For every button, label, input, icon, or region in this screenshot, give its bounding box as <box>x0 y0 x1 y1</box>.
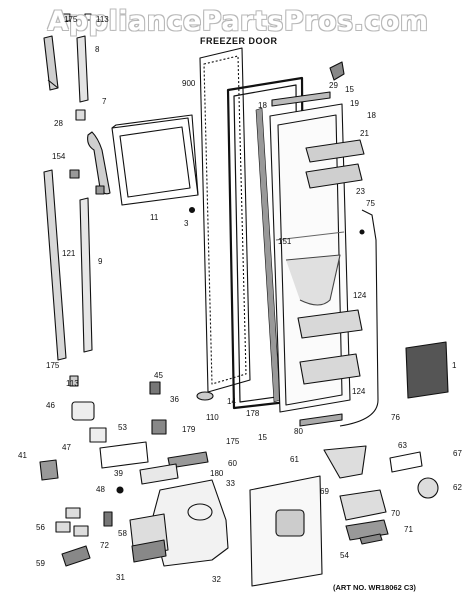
part-top-shelf <box>305 139 365 189</box>
part-56-knobs <box>55 507 89 537</box>
art-number: (ART NO. WR18062 C3) <box>333 583 416 592</box>
callout-69: 69 <box>320 487 329 496</box>
callout-175-mid: 175 <box>46 361 60 370</box>
diagram-title: FREEZER DOOR <box>200 36 278 46</box>
callout-9: 9 <box>98 257 103 266</box>
callout-21: 21 <box>360 129 369 138</box>
part-dispenser-frame <box>111 114 199 206</box>
callout-39: 39 <box>114 469 123 478</box>
part-41-clip <box>39 459 59 481</box>
callout-48: 48 <box>96 485 105 494</box>
callout-18: 18 <box>258 101 267 110</box>
callout-28: 28 <box>54 119 63 128</box>
callout-113-mid: 113 <box>66 379 79 388</box>
part-top-cap <box>61 13 92 22</box>
callout-175: 175 <box>64 15 78 24</box>
callout-8: 8 <box>95 45 100 54</box>
part-bin-124-upper <box>297 309 363 339</box>
part-61-chute <box>323 445 367 479</box>
part-72-clip <box>103 511 113 527</box>
callout-62: 62 <box>453 483 462 492</box>
part-110-light <box>196 391 214 401</box>
callout-113: 113 <box>96 15 109 24</box>
callout-71: 71 <box>404 525 413 534</box>
part-wire-harness <box>339 209 379 427</box>
callout-75: 75 <box>366 199 375 208</box>
callout-61: 61 <box>290 455 299 464</box>
part-handle <box>69 109 111 195</box>
callout-32: 32 <box>212 575 221 584</box>
part-71-spring <box>359 533 383 545</box>
part-dispenser-face <box>249 475 323 587</box>
callout-124: 124 <box>353 291 367 300</box>
callout-47: 47 <box>62 443 71 452</box>
callout-3: 3 <box>184 219 189 228</box>
callout-70: 70 <box>391 509 400 518</box>
callout-18-right: 18 <box>367 111 376 120</box>
callout-31: 31 <box>116 573 125 582</box>
part-48-screw <box>116 486 124 494</box>
callout-59: 59 <box>36 559 45 568</box>
callout-60: 60 <box>228 459 237 468</box>
part-top-trim-15 <box>271 61 345 107</box>
part-47-actuator <box>89 427 107 443</box>
callout-54: 54 <box>340 551 349 560</box>
callout-178: 178 <box>246 409 260 418</box>
callout-72: 72 <box>100 541 109 550</box>
callout-15: 15 <box>345 85 354 94</box>
callout-23: 23 <box>356 187 365 196</box>
callout-124-lower: 124 <box>352 387 366 396</box>
watermark-text: AppliancePartsPros.com <box>47 6 429 37</box>
callout-1: 1 <box>452 361 457 370</box>
callout-45: 45 <box>154 371 163 380</box>
callout-46: 46 <box>46 401 55 410</box>
callout-80: 80 <box>294 427 303 436</box>
callout-900: 900 <box>182 79 196 88</box>
part-69-flapper <box>339 489 387 521</box>
callout-53: 53 <box>118 423 127 432</box>
callout-151: 151 <box>278 237 292 246</box>
part-long-trim-9 <box>79 197 93 353</box>
callout-110: 110 <box>206 413 219 422</box>
callout-180: 180 <box>210 469 224 478</box>
callout-14: 14 <box>227 397 236 406</box>
callout-63: 63 <box>398 441 407 450</box>
part-53-cover <box>99 441 149 469</box>
part-long-trim-121 <box>43 169 67 361</box>
callout-11: 11 <box>150 213 159 222</box>
callout-179: 179 <box>182 425 196 434</box>
part-62-ring <box>417 477 439 499</box>
callout-36: 36 <box>170 395 179 404</box>
callout-7: 7 <box>102 97 107 106</box>
part-8-trim-strip <box>76 35 89 103</box>
part-39-bracket <box>139 463 179 485</box>
callout-56: 56 <box>36 523 45 532</box>
part-45-clip <box>149 381 161 395</box>
part-59-paddle <box>61 545 91 567</box>
callout-58: 58 <box>118 529 127 538</box>
part-bin-124-lower <box>299 353 361 385</box>
callout-41: 41 <box>18 451 27 460</box>
part-dispenser-housing <box>129 479 229 567</box>
part-67-bracket <box>389 451 423 473</box>
callout-154: 154 <box>52 152 66 161</box>
callout-19: 19 <box>350 99 359 108</box>
callout-67: 67 <box>453 449 462 458</box>
callout-175-lower: 175 <box>226 437 240 446</box>
part-bottom-trim-80 <box>299 413 343 427</box>
part-door-outer-panel <box>199 47 251 393</box>
callout-15-lower: 15 <box>258 433 267 442</box>
callout-121: 121 <box>62 249 76 258</box>
callout-76: 76 <box>391 413 400 422</box>
callout-29: 29 <box>329 81 338 90</box>
part-instruction-card <box>405 341 449 399</box>
callout-33: 33 <box>226 479 235 488</box>
part-left-handle-trim-top <box>43 35 59 91</box>
part-46-switch <box>71 401 95 421</box>
part-36-lever <box>151 419 167 435</box>
part-113-clip <box>69 375 79 387</box>
